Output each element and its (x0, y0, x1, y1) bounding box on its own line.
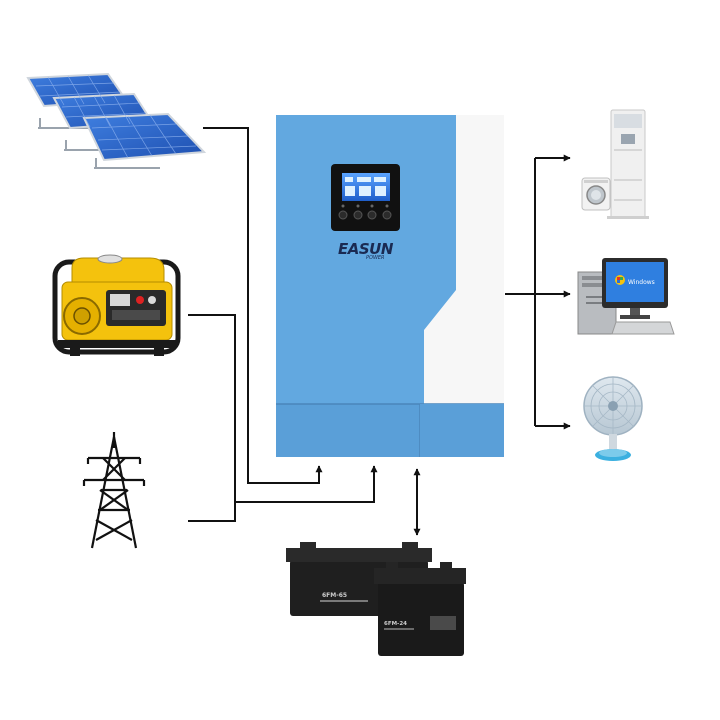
solar-wire (203, 127, 323, 484)
solar-panels-icon (26, 72, 207, 169)
power-pylon-icon (82, 432, 146, 549)
battery-icon: 6FM-65 6FM-24 (286, 542, 466, 656)
grid-wire (188, 502, 236, 522)
inverter-white-band (424, 115, 504, 404)
os-label: Windows (628, 279, 655, 286)
battery-large-model: 6FM-65 (322, 592, 347, 599)
computer-icon: Windows (577, 258, 675, 335)
generator-icon (52, 254, 181, 356)
brand-logo: EASUN (338, 240, 394, 258)
inverter-buttons[interactable] (338, 210, 392, 220)
fan-icon (583, 376, 643, 461)
battery-small-model: 6FM-24 (384, 621, 407, 627)
wires (188, 127, 571, 536)
indicator-leds (341, 204, 389, 208)
lcd-segments (345, 177, 386, 196)
inverter: EASUN POWER (276, 115, 504, 457)
brand-sub: POWER (366, 255, 385, 261)
air-conditioner-icon (607, 109, 649, 219)
washing-machine-icon (581, 177, 611, 211)
